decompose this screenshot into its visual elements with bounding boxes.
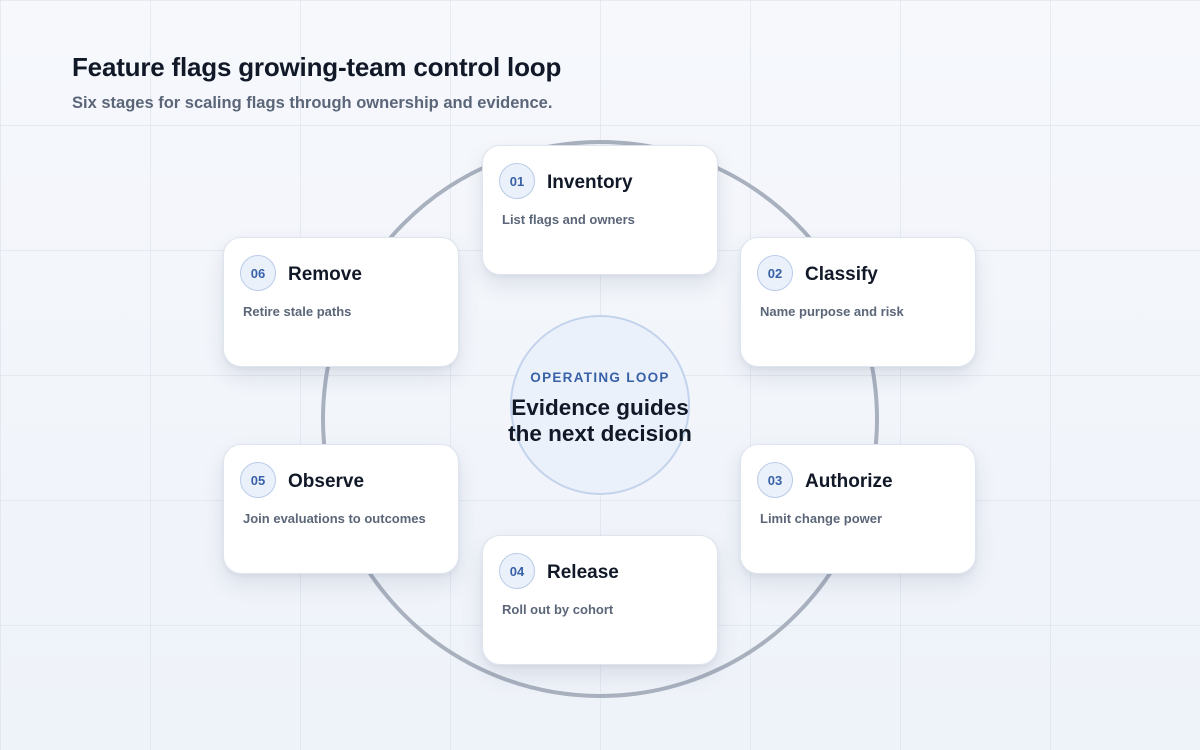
stage-number-badge: 01	[499, 163, 535, 199]
page-title: Feature flags growing-team control loop	[72, 52, 562, 82]
stage-number-badge: 05	[240, 462, 276, 498]
stage-number-badge: 04	[499, 553, 535, 589]
stage-title: Authorize	[805, 471, 893, 492]
stage-title: Inventory	[547, 172, 633, 193]
stage-card-inventory[interactable]: 01 Inventory List flags and owners	[482, 145, 718, 275]
stage-card-observe[interactable]: 05 Observe Join evaluations to outcomes	[223, 444, 459, 574]
stage-description: Name purpose and risk	[760, 304, 904, 319]
stage-card-remove[interactable]: 06 Remove Retire stale paths	[223, 237, 459, 367]
stage-number-badge: 06	[240, 255, 276, 291]
hub-label: OPERATING LOOP	[530, 369, 670, 385]
stage-card-authorize[interactable]: 03 Authorize Limit change power	[740, 444, 976, 574]
operating-loop-hub: OPERATING LOOP Evidence guides the next …	[508, 315, 692, 495]
stage-title: Remove	[288, 264, 362, 285]
hub-statement: Evidence guides the next decision	[508, 395, 692, 447]
stage-card-release[interactable]: 04 Release Roll out by cohort	[482, 535, 718, 665]
stage-title: Observe	[288, 471, 365, 492]
stage-description: List flags and owners	[502, 212, 635, 227]
stage-card-classify[interactable]: 02 Classify Name purpose and risk	[740, 237, 976, 367]
stage-number-badge: 02	[757, 255, 793, 291]
page-subtitle: Six stages for scaling flags through own…	[72, 94, 553, 112]
stage-description: Roll out by cohort	[502, 602, 614, 617]
stage-description: Join evaluations to outcomes	[243, 511, 426, 526]
stage-description: Retire stale paths	[243, 304, 352, 319]
stage-number-badge: 03	[757, 462, 793, 498]
stage-title: Classify	[805, 264, 878, 285]
stage-title: Release	[547, 562, 619, 583]
stage-description: Limit change power	[760, 511, 883, 526]
hub-statement-line-1: Evidence guides	[511, 394, 689, 420]
hub-statement-line-2: the next decision	[508, 420, 692, 446]
